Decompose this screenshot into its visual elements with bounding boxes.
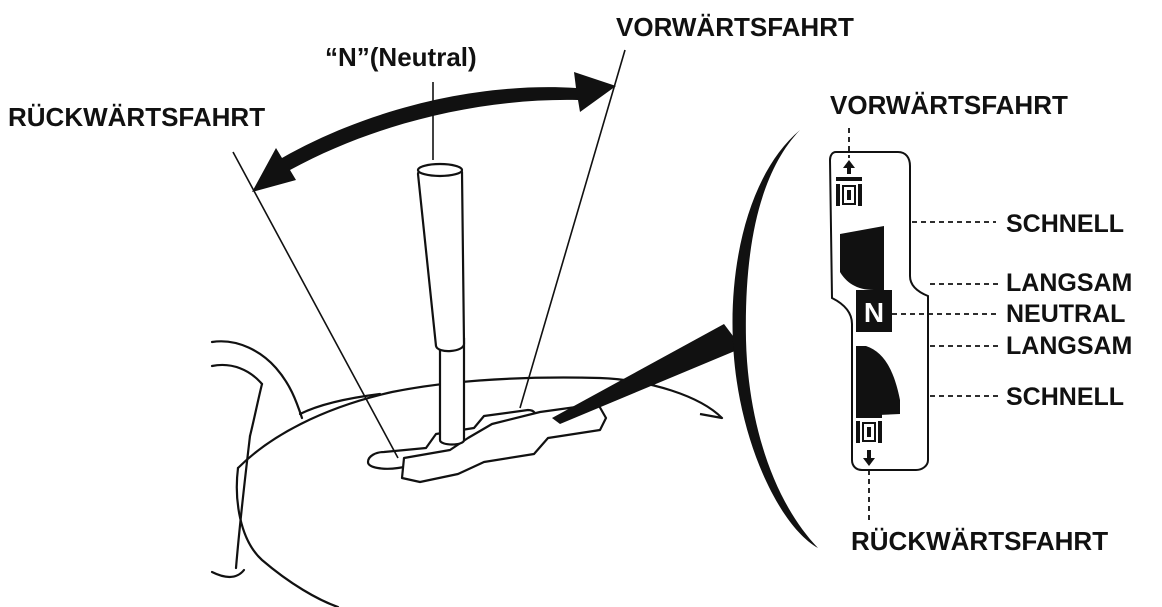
label-reverse-inset: RÜCKWÄRTSFAHRT [851,526,1109,556]
pedal-decal [828,151,929,471]
label-langsam-lower: LANGSAM [1006,332,1133,360]
inset-pointer [552,324,742,424]
double-headed-arc-arrow-icon [252,72,616,192]
label-schnell-lower: SCHNELL [1006,383,1125,411]
lever-housing [210,340,724,607]
label-langsam-upper: LANGSAM [1006,269,1133,297]
label-forward-inset: VORWÄRTSFAHRT [830,90,1068,120]
leader-lines [848,128,1000,520]
shift-lever [416,162,466,446]
neutral-badge [856,290,892,332]
tractor-forward-icon [836,160,862,206]
inset-lens [732,130,818,548]
label-forward-top: VORWÄRTSFAHRT [616,12,854,42]
label-neutral-inset: NEUTRAL [1006,300,1126,328]
neutral-badge-letter: N [864,297,884,328]
label-neutral-top: “N”(Neutral) [325,42,477,72]
speed-wedge-reverse [856,346,900,416]
callout-lines [232,49,626,459]
label-schnell-upper: SCHNELL [1006,210,1125,238]
label-reverse-top: RÜCKWÄRTSFAHRT [8,102,266,132]
housing-edge [699,412,723,420]
tractor-reverse-icon [856,414,882,466]
speed-wedge-forward [840,226,884,290]
